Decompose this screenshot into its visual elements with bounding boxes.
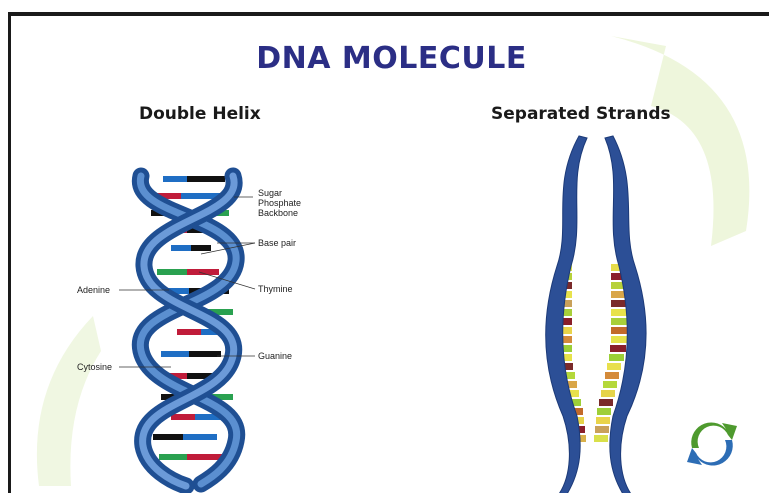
refresh-icon[interactable] bbox=[686, 418, 738, 470]
slide: DNA MOLECULE Double Helix Separated Stra… bbox=[8, 12, 769, 493]
separated-strands-diagram bbox=[11, 16, 769, 493]
